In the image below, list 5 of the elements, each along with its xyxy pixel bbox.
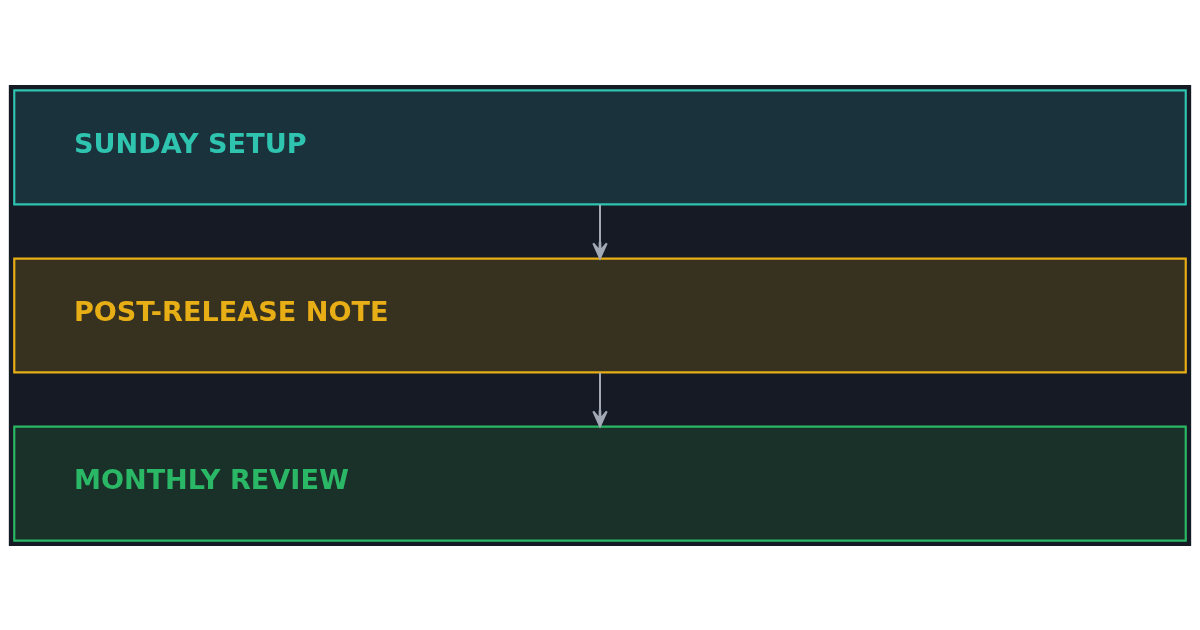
arrow bbox=[592, 372, 608, 427]
node-box: POST-RELEASE NOTE bbox=[13, 256, 1187, 374]
node-box: SUNDAY SETUP bbox=[13, 88, 1187, 205]
node-box: MONTHLY REVIEW bbox=[13, 425, 1187, 542]
arrow bbox=[592, 204, 608, 259]
